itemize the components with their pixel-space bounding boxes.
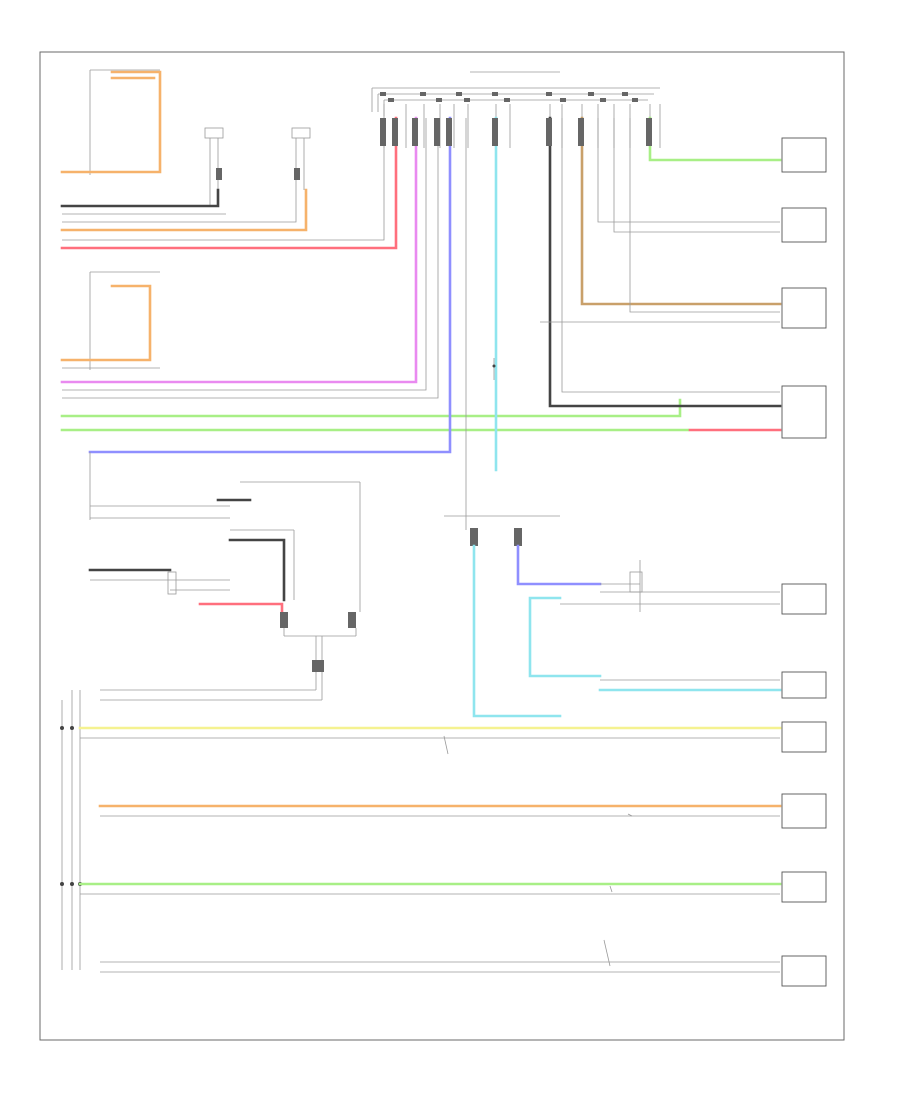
component-box-4	[781, 385, 827, 439]
top-connector-ladder	[371, 71, 660, 116]
center-trunk	[465, 116, 782, 472]
component-box-5	[781, 583, 827, 615]
upper-left-harness	[60, 116, 398, 250]
upper-left-component	[60, 69, 311, 206]
component-box-9	[781, 871, 827, 903]
middle-right-harness	[444, 470, 782, 718]
bottom-bus	[60, 690, 782, 973]
component-box-1	[781, 137, 827, 173]
diagram-frame	[39, 51, 845, 1041]
component-box-3	[781, 287, 827, 329]
component-box-8	[781, 793, 827, 829]
component-box-7	[781, 721, 827, 753]
right-components-upper	[781, 137, 827, 439]
component-box-2	[781, 207, 827, 243]
component-box-10	[781, 955, 827, 987]
top-vertical-drops	[383, 104, 661, 148]
right-components-lower	[781, 721, 827, 987]
middle-left-switches	[88, 452, 361, 701]
right-components-middle	[781, 583, 827, 699]
component-box-6	[781, 671, 827, 699]
mid-left-component	[60, 116, 690, 454]
